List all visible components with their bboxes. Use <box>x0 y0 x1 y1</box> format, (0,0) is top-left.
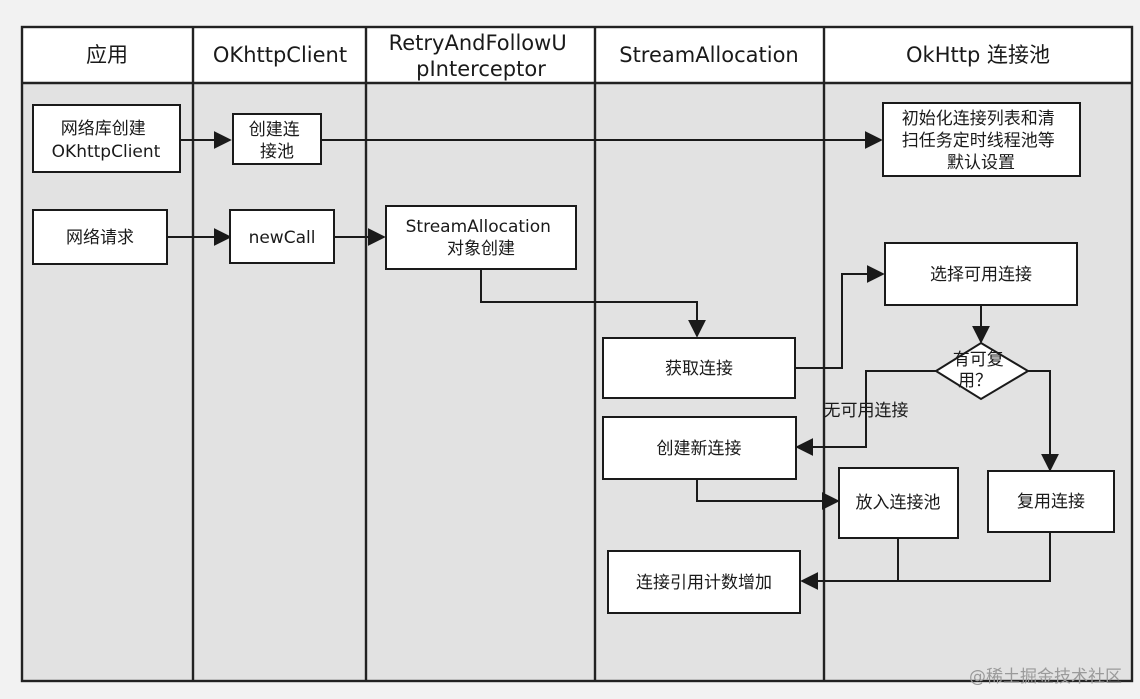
node-create-new-connection-label: 创建新连接 <box>657 439 742 459</box>
lane-header-alloc: StreamAllocation <box>619 43 799 67</box>
node-alloc-create-label: StreamAllocation 对象创建 <box>406 217 557 259</box>
lane-header-retry: RetryAndFollowU pInterceptor <box>389 31 574 81</box>
edge-label-no-available: 无可用连接 <box>824 401 909 421</box>
node-put-in-pool <box>838 467 959 539</box>
node-reusable-decision <box>934 341 1030 401</box>
node-create-client-label: 网络库创建 OKhttpClient <box>52 119 161 162</box>
swimlane-border <box>20 25 1134 683</box>
edge-decision-to-reuse <box>1028 370 1059 472</box>
node-select-connection <box>884 242 1078 306</box>
node-reuse-connection-label: 复用连接 <box>1017 492 1085 512</box>
node-ref-count-increase <box>607 550 801 614</box>
node-network-request-label: 网络请求 <box>66 228 134 248</box>
node-network-request <box>32 209 168 265</box>
node-create-pool-label: 创建连 接池 <box>249 120 305 162</box>
node-get-connection-label: 获取连接 <box>665 359 733 379</box>
lane-header-app: 应用 <box>86 43 128 67</box>
node-put-in-pool-label: 放入连接池 <box>856 493 941 513</box>
node-new-call-label: newCall <box>249 228 316 248</box>
node-reusable-decision-label: 有可复 用？ <box>953 350 1009 391</box>
node-create-client <box>32 104 181 173</box>
lane-header-pool: OkHttp 连接池 <box>906 43 1050 67</box>
edge-reuse-to-ref <box>800 532 1051 590</box>
node-alloc-create <box>385 205 577 270</box>
header-row <box>22 27 1132 83</box>
node-pool-init <box>882 102 1081 177</box>
node-create-new-connection <box>602 416 797 480</box>
node-select-connection-label: 选择可用连接 <box>930 265 1032 285</box>
edge-get-to-select <box>795 265 885 369</box>
lane-header-client: OKhttpClient <box>213 43 347 67</box>
edge-decision-to-new <box>795 370 936 456</box>
watermark: @稀土掘金技术社区 <box>969 667 1122 687</box>
node-new-call <box>229 209 335 264</box>
node-get-connection <box>602 337 796 399</box>
edge-new-to-put-pool <box>696 479 840 510</box>
edge-alloc-to-get-connection <box>480 269 706 338</box>
node-ref-count-increase-label: 连接引用计数增加 <box>636 573 772 593</box>
node-pool-init-label: 初始化连接列表和清 扫任务定时线程池等 默认设置 <box>902 109 1060 173</box>
node-reuse-connection <box>987 470 1115 533</box>
node-create-pool <box>232 113 322 165</box>
